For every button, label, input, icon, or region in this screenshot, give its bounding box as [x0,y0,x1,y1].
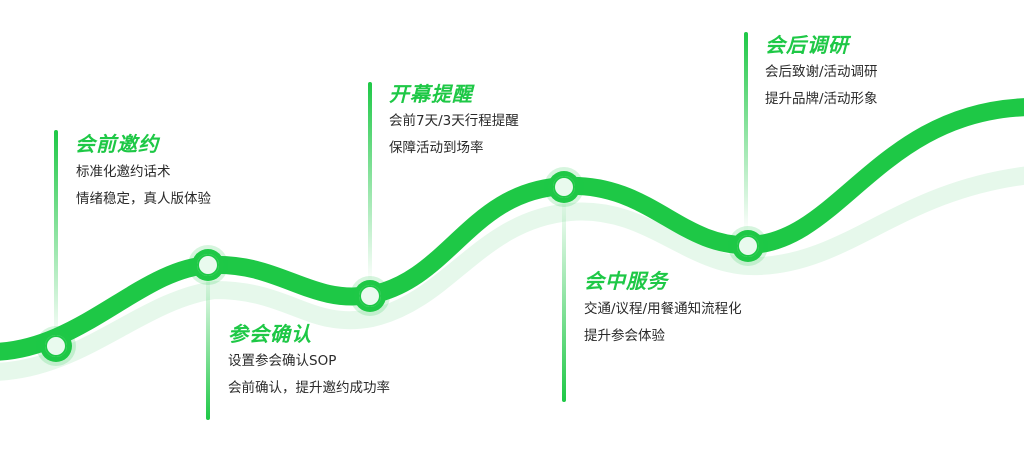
stage-confirm-stem [206,270,210,420]
stage-service-node-inner [553,176,575,198]
stage-service-stem [562,196,566,402]
stage-service-line-2: 提升参会体验 [584,328,665,344]
stage-reminder-node [354,280,386,312]
stage-research-title: 会后调研 [765,33,849,57]
stage-reminder-line-1: 会前7天/3天行程提醒 [389,113,519,129]
stage-reminder-line-2: 保障活动到场率 [389,140,484,156]
stage-research-line-1: 会后致谢/活动调研 [765,64,878,80]
stage-service-title: 会中服务 [584,269,668,293]
stage-research-line-2: 提升品牌/活动形象 [765,91,878,107]
journey-curve-main [0,98,1024,361]
journey-curve-shadow [0,166,1024,381]
stage-reminder-title: 开幕提醒 [389,82,473,106]
stage-confirm-node-inner [197,254,219,276]
stage-research-stem [744,32,748,232]
stage-reminder-stem [368,82,372,282]
stage-confirm-title: 参会确认 [228,322,312,346]
stage-confirm-node [192,249,224,281]
stage-service-node [548,171,580,203]
stage-reminder-node-inner [359,285,381,307]
stage-confirm-line-2: 会前确认，提升邀约成功率 [228,380,390,396]
stage-service-line-1: 交通/议程/用餐通知流程化 [584,301,742,317]
stage-research-node-inner [737,235,759,257]
stage-invite-node [40,330,72,362]
stage-invite-stem [54,130,58,342]
stage-invite-line-1: 标准化邀约话术 [76,164,171,180]
stage-research-node [732,230,764,262]
stage-invite-node-inner [45,335,67,357]
stage-invite-line-2: 情绪稳定，真人版体验 [76,191,211,207]
stage-invite-title: 会前邀约 [75,132,159,156]
stage-confirm-line-1: 设置参会确认SOP [228,353,337,369]
